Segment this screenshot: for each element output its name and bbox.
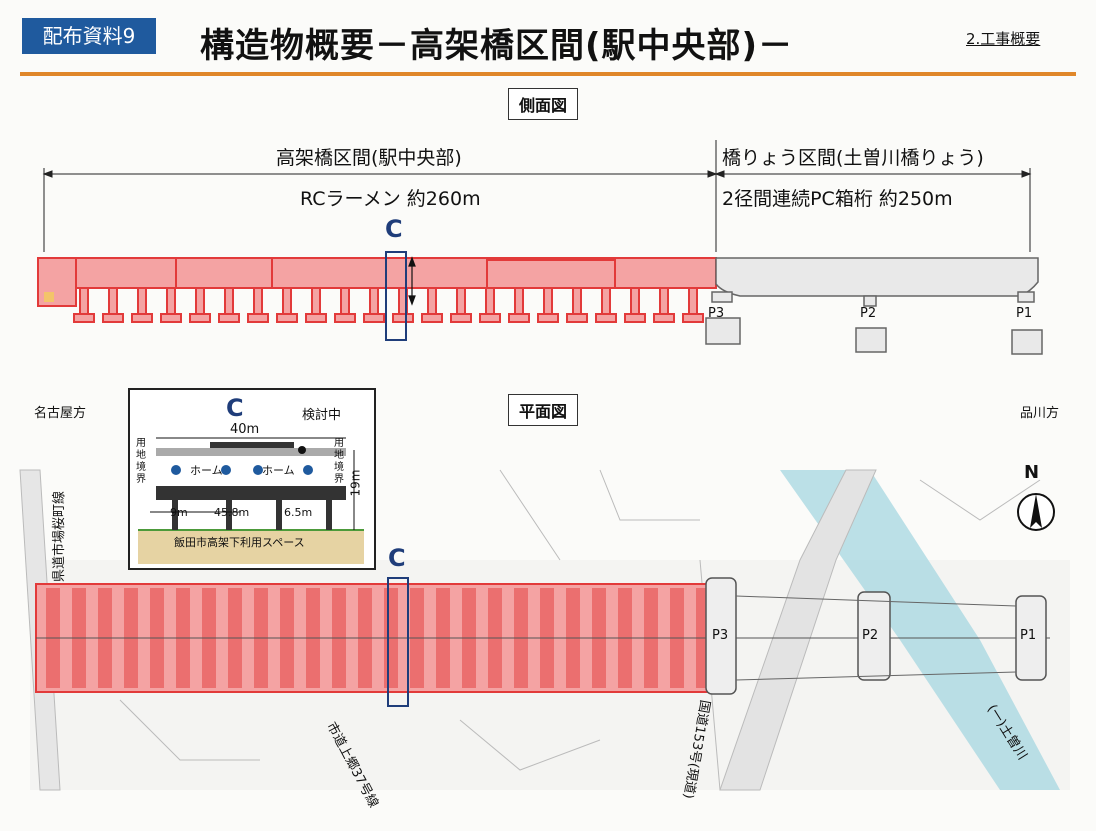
inset-status: 検討中 (302, 408, 342, 423)
viaduct-footing (247, 313, 269, 323)
viaduct-column (311, 287, 321, 315)
viaduct-footing (421, 313, 443, 323)
viaduct-column (485, 287, 495, 315)
cross-section-inset: C 検討中 40m 19m ホーム ホーム 用地境界 用地境界 9m 45.8m… (128, 388, 376, 570)
north-label: N (1024, 462, 1040, 483)
inset-clearance: 6.5m (284, 506, 313, 519)
pier-p2-label-plan: P2 (862, 628, 879, 643)
bridge-plan-piers (705, 577, 1047, 695)
viaduct-column (195, 287, 205, 315)
viaduct-footing (131, 313, 153, 323)
viaduct-column (572, 287, 582, 315)
viaduct-section-label: 高架橋区間(駅中央部) (276, 147, 462, 169)
viaduct-footing (682, 313, 704, 323)
viaduct-footing (334, 313, 356, 323)
viaduct-footing (392, 313, 414, 323)
height-arrow (408, 256, 416, 306)
pier-p1-label-side: P1 (1016, 306, 1033, 321)
viaduct-footing (102, 313, 124, 323)
inset-platform-right: ホーム (262, 464, 295, 477)
prefectural-road-label: 県道市場桜町線 (52, 490, 67, 582)
cross-section-drawing (138, 437, 364, 564)
viaduct-column (137, 287, 147, 315)
viaduct-column (79, 287, 89, 315)
viaduct-footing (653, 313, 675, 323)
pier-p1-label-plan: P1 (1020, 628, 1037, 643)
viaduct-column (659, 287, 669, 315)
inset-space-label: 飯田市高架下利用スペース (174, 536, 305, 549)
viaduct-column (108, 287, 118, 315)
viaduct-footing (73, 313, 95, 323)
viaduct-footing (363, 313, 385, 323)
viaduct-footing (305, 313, 327, 323)
dimension-lines (42, 140, 1032, 252)
inset-dim-left: 9m (170, 506, 188, 519)
inset-boundary-right: 用地境界 (334, 438, 344, 485)
viaduct-footing (450, 313, 472, 323)
viaduct-footing (537, 313, 559, 323)
viaduct-column (456, 287, 466, 315)
viaduct-column (253, 287, 263, 315)
section-c-box-plan (387, 577, 409, 707)
pier-p2-label-side: P2 (860, 306, 877, 321)
header-divider (20, 72, 1076, 76)
pier-p3-label-plan: P3 (712, 628, 729, 643)
plan-view-label: 平面図 (508, 394, 579, 426)
viaduct-column (282, 287, 292, 315)
inset-height: 19m (348, 469, 363, 497)
viaduct-elevation (37, 257, 717, 307)
viaduct-type-label: RCラーメン 約260m (300, 188, 481, 210)
viaduct-column (688, 287, 698, 315)
viaduct-footing (595, 313, 617, 323)
viaduct-column (543, 287, 553, 315)
viaduct-column (166, 287, 176, 315)
handout-badge: 配布資料9 (22, 18, 156, 54)
viaduct-column (514, 287, 524, 315)
bridge-section-label: 橋りょう区間(土曽川橋りょう) (722, 147, 984, 169)
viaduct-footing (566, 313, 588, 323)
viaduct-footing (479, 313, 501, 323)
viaduct-column (630, 287, 640, 315)
viaduct-footing (508, 313, 530, 323)
shinagawa-direction: 品川方 (1020, 406, 1060, 421)
section-c-marker-plan: C (388, 544, 406, 572)
inset-dim-center: 45.8m (214, 506, 250, 519)
inset-c-marker: C (226, 394, 244, 422)
section-c-box-side (385, 251, 407, 341)
viaduct-footing (624, 313, 646, 323)
inset-width: 40m (230, 422, 260, 437)
viaduct-column (224, 287, 234, 315)
page-title: 構造物概要－高架橋区間(駅中央部)－ (200, 26, 794, 66)
viaduct-footing (276, 313, 298, 323)
inset-platform-left: ホーム (190, 464, 223, 477)
section-label: 2.工事概要 (966, 30, 1041, 48)
side-view-label: 側面図 (508, 88, 579, 120)
viaduct-column (369, 287, 379, 315)
section-c-marker-side: C (385, 215, 403, 243)
viaduct-column (427, 287, 437, 315)
north-arrow-icon (1017, 493, 1055, 531)
viaduct-footing (218, 313, 240, 323)
viaduct-footing (189, 313, 211, 323)
viaduct-footing (160, 313, 182, 323)
inset-boundary-left: 用地境界 (136, 438, 146, 485)
viaduct-column (601, 287, 611, 315)
nagoya-direction: 名古屋方 (34, 406, 87, 421)
bridge-type-label: 2径間連続PC箱桁 約250m (722, 188, 953, 210)
bridge-outline (735, 595, 1017, 681)
pc-box-girder (705, 257, 1043, 355)
viaduct-column (340, 287, 350, 315)
